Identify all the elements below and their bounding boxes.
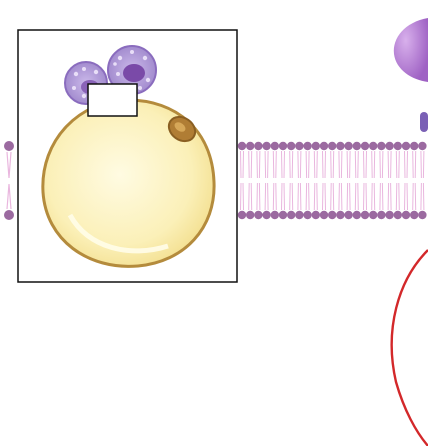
lipid-head-bottom [237,210,247,220]
zoom-region-box [87,83,138,117]
lipid-head-top [254,141,263,151]
lipid-head-top [393,141,402,151]
left-membrane-fragment [4,141,14,220]
fat-cell-icon [41,98,216,268]
lipid-head-top [262,141,271,151]
lipid-head-bottom [418,210,427,220]
lipid-head-bottom [287,210,296,220]
lipid-head-top [303,141,312,151]
lipid-head-bottom [328,210,337,220]
lipid-head-bottom [344,210,353,220]
lipid-tails [330,150,335,211]
lipid-head-bottom [401,210,411,220]
lipid-tails [346,150,351,211]
lipid-tails [281,150,285,211]
lipid-tails [387,150,392,211]
lipid-head-top [287,141,296,151]
lipid-tails [379,150,384,211]
inset-frame [17,29,238,283]
lipid-head-bottom [410,210,419,220]
lipid-tails [371,150,376,211]
protein-blob [393,18,428,132]
lipid-tails [289,150,294,211]
lipid-head-bottom [393,210,402,220]
lipid-bilayer [237,141,427,220]
lipid-head-top [377,141,386,151]
lipid-head-bottom [360,210,370,220]
lipid-head-bottom [303,210,312,220]
lipid-tails [248,150,253,211]
lipid-tails [420,150,425,211]
lipid-head-top [311,141,320,151]
lipid-head-top [328,141,337,151]
lipid-head-bottom [270,210,279,220]
lipid-head-bottom [352,210,361,220]
lipid-head-top [352,141,361,151]
lipid-head-top [360,141,370,151]
lipid-head-bottom [336,210,345,220]
lipid-tails [297,150,302,211]
lipid-head-top [401,141,411,151]
lipid-tails [338,150,343,211]
lipid-head-bottom [254,210,263,220]
lipid-tails [272,150,277,211]
lipid-tails [256,150,261,211]
lipid-head-top [246,141,255,151]
lipid-head-bottom [385,210,394,220]
lipid-head-top [270,141,279,151]
lipid-head-bottom [377,210,386,220]
lipid-head-top [369,141,378,151]
lipid-head-top [336,141,345,151]
lipid-head-top [237,141,247,151]
lipid-head-bottom [369,210,378,220]
lipid-tails [313,150,318,211]
lipid-head-top [319,141,329,151]
lipid-head-bottom [319,210,329,220]
lipid-tails [354,150,359,211]
lipid-head-top [295,141,304,151]
lipid-tails [240,150,244,211]
lipid-head-top [385,141,394,151]
lipid-head-bottom [246,210,255,220]
lipid-head-bottom [262,210,271,220]
lipid-tails [322,150,326,211]
lipid-head-bottom [311,210,320,220]
lipid-head-top [278,141,288,151]
lipid-tails [305,150,310,211]
lipid-tails [412,150,417,211]
lipid-head-top [410,141,419,151]
lipid-tails [404,150,408,211]
red-curve [390,249,428,446]
granulocyte-icon [64,45,157,105]
lipid-head-bottom [295,210,304,220]
lipid-tails [264,150,269,211]
lipid-head-bottom [278,210,288,220]
lipid-tails [363,150,367,211]
lipid-head-top [344,141,353,151]
lipid-tails [395,150,400,211]
lipid-head-top [418,141,427,151]
